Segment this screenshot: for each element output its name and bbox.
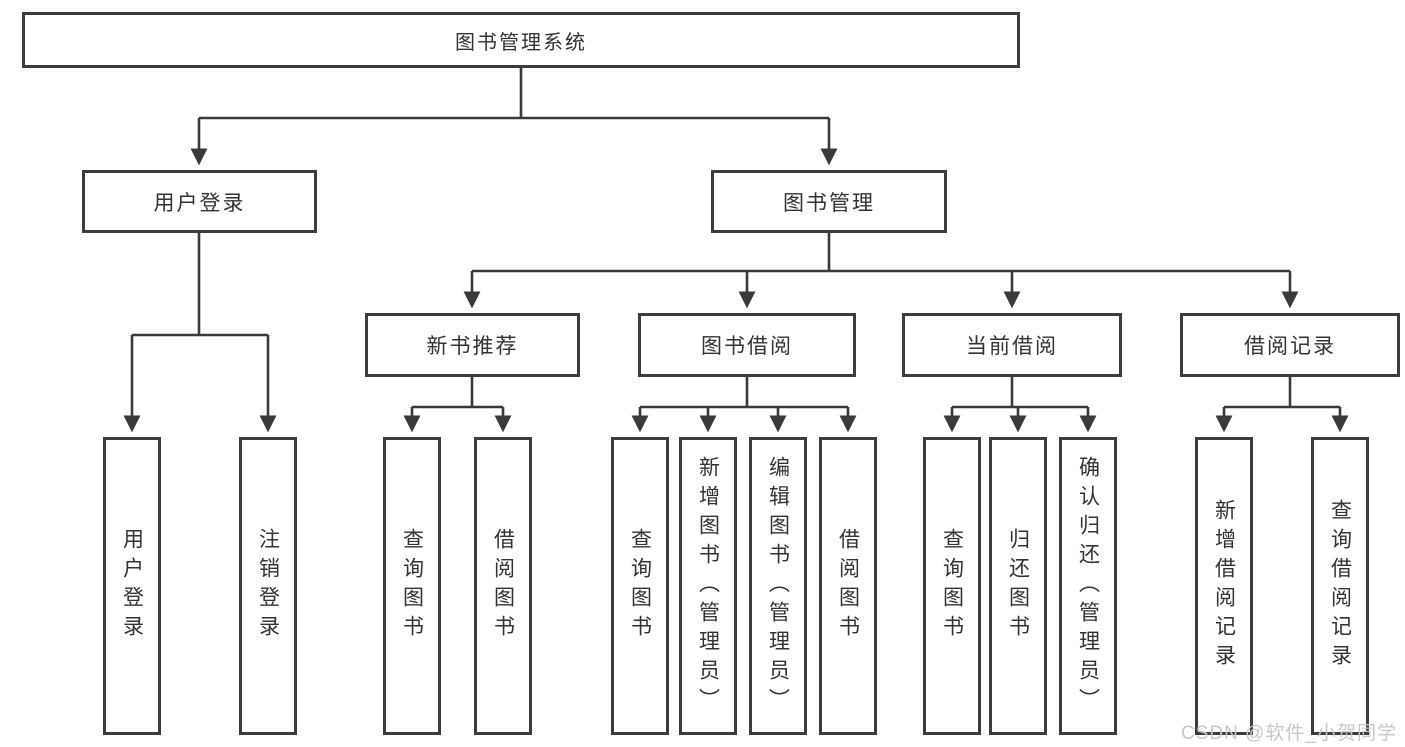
node-new-book-recommendation: 新书推荐 <box>365 313 580 377</box>
leaf-label: 用户登录 <box>120 528 144 644</box>
node-label: 图书管理 <box>783 191 875 215</box>
leaf-query-books-recommend: 查询图书 <box>383 437 441 735</box>
leaf-label: 借阅图书 <box>836 528 860 644</box>
leaf-add-books-admin: 新增图书（管理员） <box>679 437 737 735</box>
node-book-management: 图书管理 <box>711 170 947 233</box>
leaf-label: 注销登录 <box>256 528 280 644</box>
node-label: 用户登录 <box>153 191 246 215</box>
node-label: 新书推荐 <box>426 335 519 358</box>
leaf-query-borrow-record: 查询借阅记录 <box>1311 437 1369 735</box>
leaf-label: 新增图书（管理员） <box>696 455 720 717</box>
leaf-edit-books-admin: 编辑图书（管理员） <box>749 437 807 735</box>
leaf-label: 新增借阅记录 <box>1212 499 1236 673</box>
leaf-logout: 注销登录 <box>239 437 297 735</box>
leaf-label: 查询图书 <box>628 528 652 644</box>
leaf-label: 查询图书 <box>400 528 424 644</box>
node-borrowing-records: 借阅记录 <box>1180 313 1400 377</box>
leaf-add-borrow-record: 新增借阅记录 <box>1195 437 1253 735</box>
leaf-label: 确认归还（管理员） <box>1076 455 1100 717</box>
leaf-query-books-borrow: 查询图书 <box>611 437 669 735</box>
leaf-return-books: 归还图书 <box>989 437 1047 735</box>
leaf-confirm-return-admin: 确认归还（管理员） <box>1059 437 1117 735</box>
node-book-borrowing: 图书借阅 <box>638 313 856 377</box>
node-user-login-group: 用户登录 <box>82 170 317 233</box>
leaf-label: 归还图书 <box>1006 528 1030 644</box>
node-label: 当前借阅 <box>966 335 1058 358</box>
leaf-borrow-books: 借阅图书 <box>819 437 877 735</box>
node-label: 图书借阅 <box>701 335 793 358</box>
csdn-watermark: CSDN @软件_小贺同学 <box>1181 723 1397 744</box>
node-current-borrowing: 当前借阅 <box>902 313 1122 377</box>
leaf-label: 借阅图书 <box>491 528 515 644</box>
leaf-borrow-books-recommend: 借阅图书 <box>474 437 532 735</box>
leaf-label: 编辑图书（管理员） <box>766 455 790 717</box>
leaf-user-login: 用户登录 <box>103 437 161 735</box>
node-label: 借阅记录 <box>1244 335 1336 358</box>
leaf-query-books-current: 查询图书 <box>923 437 981 735</box>
node-library-management-system: 图书管理系统 <box>22 12 1020 68</box>
leaf-label: 查询图书 <box>940 528 964 644</box>
leaf-label: 查询借阅记录 <box>1328 499 1352 673</box>
node-label: 图书管理系统 <box>455 31 587 54</box>
